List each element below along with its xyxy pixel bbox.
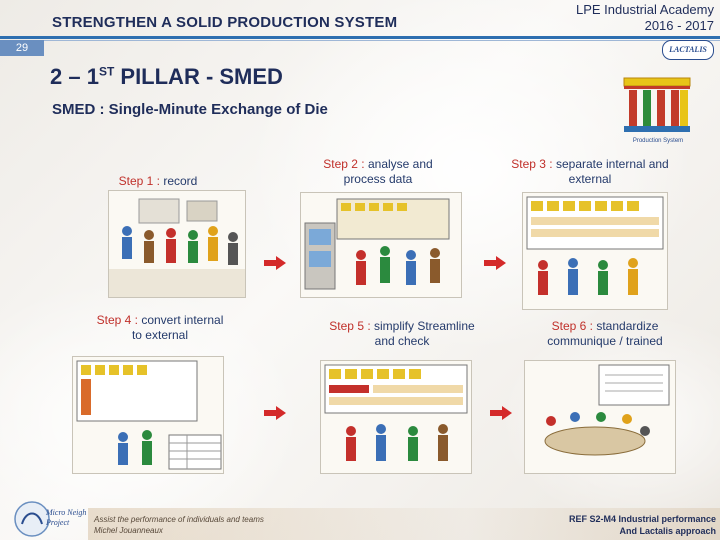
page-subtitle: SMED : Single-Minute Exchange of Die [52,101,328,118]
academy-years: 2016 - 2017 [644,18,714,33]
title-suffix: PILLAR - SMED [114,64,283,89]
arrow-right-icon [264,406,286,420]
step-1-label: Step 1 : record [118,174,198,188]
header-title: STRENGTHEN A SOLID PRODUCTION SYSTEM [52,14,398,31]
micro-neigh-logo-icon [14,501,50,537]
lactalis-logo: LACTALIS [662,40,714,60]
page-number: 29 [0,40,44,56]
step-3-illustration [522,192,668,310]
step-4-label: Step 4 : convert internal to external [96,313,224,342]
title-sup: ST [98,64,115,79]
step-6-illustration [524,360,676,474]
step-5-label: Step 5 : simplify Streamline and check [329,319,475,348]
step-4-illustration [72,356,224,474]
footer-left: Assist the performance of individuals an… [94,514,264,536]
footer-logo-text: Micro Neigh Project [46,508,87,527]
academy-name: LPE Industrial Academy [575,2,714,17]
arrow-right-icon [264,256,286,270]
header-academy: LPE Industrial Academy 2016 - 2017 [576,2,714,34]
title-prefix: 2 – 1 [50,64,99,89]
step-5-illustration [320,360,472,474]
step-2-label: Step 2 : analyse and process data [323,157,433,186]
production-system-temple-icon: Production System [623,77,691,144]
header-rule [0,36,720,39]
step-2-illustration [300,192,462,298]
footer-left-line1: Assist the performance of individuals an… [94,515,264,524]
arrow-right-icon [484,256,506,270]
step-1-illustration [108,190,246,298]
footer-ref: REF S2-M4 Industrial performance [568,514,716,524]
header-rule-thin [0,40,720,41]
arrow-right-icon [490,406,512,420]
footer-right: REF S2-M4 Industrial performance And Lac… [569,513,716,537]
footer-approach: And Lactalis approach [619,526,716,536]
footer-left-line2: Michel Jouanneaux [94,526,163,535]
footer-band [88,508,720,540]
step-6-label: Step 6 : standardize communique / traine… [547,319,663,348]
page-title: 2 – 1ST PILLAR - SMED [50,64,283,90]
temple-caption: Production System [633,138,683,144]
step-3-label: Step 3 : separate internal and external [511,157,669,186]
